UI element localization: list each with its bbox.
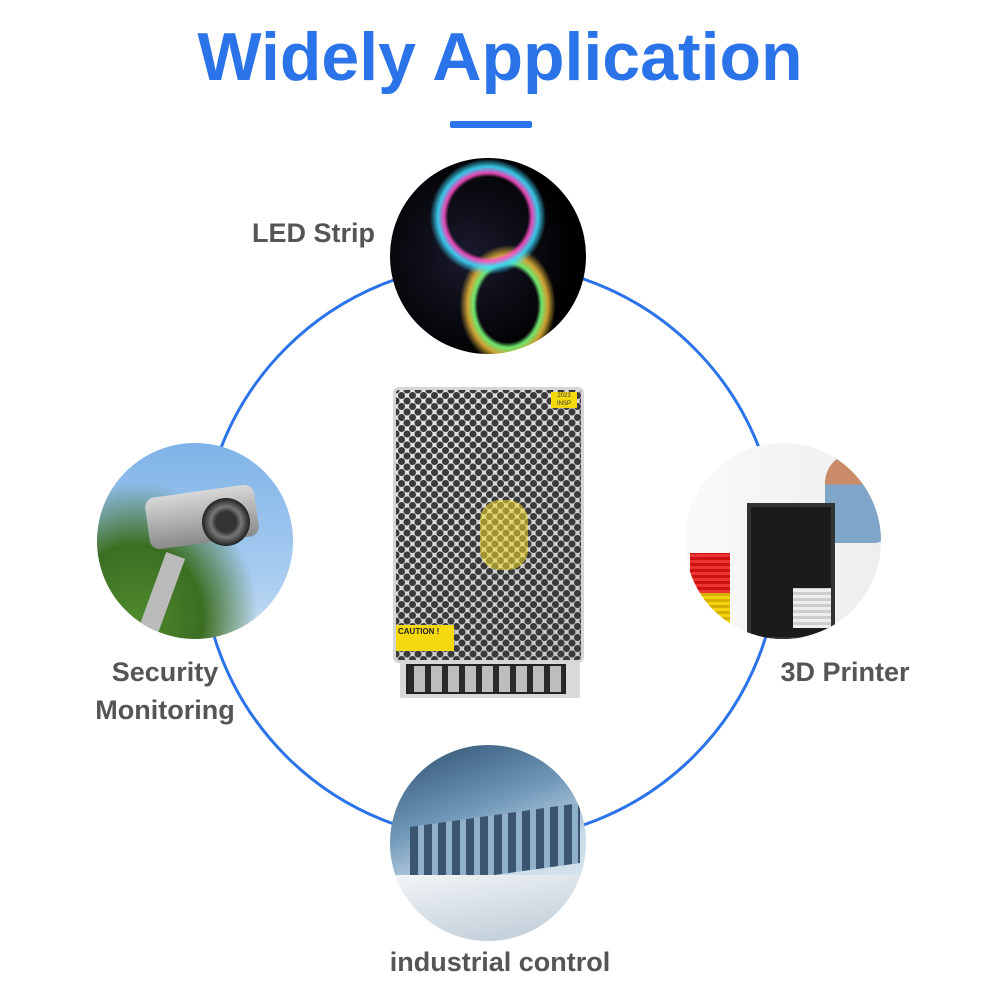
industrial-control-image	[390, 745, 586, 941]
white-filament-spool	[793, 588, 831, 628]
inspection-sticker: 2023 INSP	[551, 392, 577, 408]
security-label-line2: Monitoring	[95, 695, 235, 725]
led-strip-label: LED Strip	[251, 218, 375, 248]
yellow-filament-spool	[690, 593, 730, 629]
security-label-line1: Security	[111, 657, 219, 687]
3d-printer-image	[685, 443, 881, 639]
red-filament-spool	[690, 553, 730, 593]
camera-arm	[138, 551, 186, 635]
camera-lens	[202, 498, 250, 546]
terminal-block	[406, 664, 566, 694]
3d-printer-label: 3D Printer	[780, 657, 910, 687]
industrial-control-label: industrial control	[389, 947, 611, 977]
machine-bed	[390, 875, 586, 941]
led-strip-image	[390, 158, 586, 354]
page-title: Widely Application	[197, 19, 803, 95]
title-underline	[450, 121, 532, 128]
caution-label: CAUTION !	[396, 625, 454, 651]
power-supply-capacitor	[480, 500, 528, 570]
security-camera-image	[97, 443, 293, 639]
security-monitoring-label: Security Monitoring	[80, 653, 250, 729]
